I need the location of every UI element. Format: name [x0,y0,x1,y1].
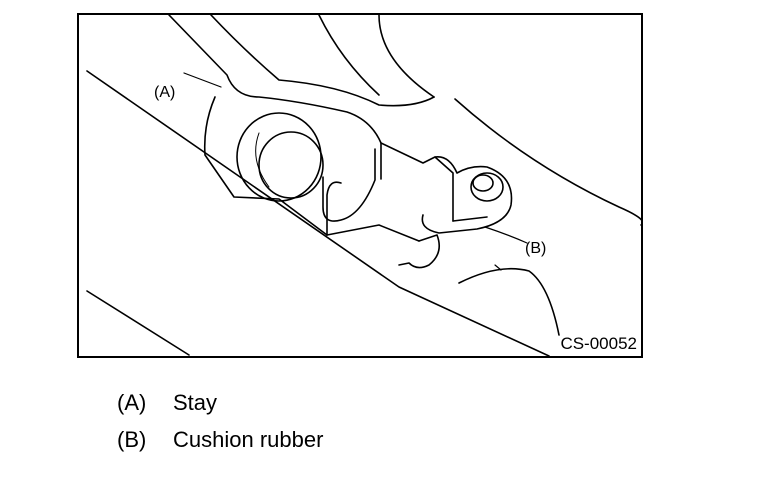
panel-corner-curve [378,15,435,98]
panel-edge-right [454,98,641,226]
stay-bushing-inner [258,131,324,199]
cushion-rubber-body [421,156,513,234]
cushion-rubber-bolt [470,172,504,202]
panel-edge-upper [86,70,550,356]
floor-line-short [494,264,502,271]
legend-key: (A) [117,390,147,415]
stay-lower-link [322,148,376,222]
stay-arm [168,15,382,180]
cushion-rubber-edge [452,216,488,222]
callout-b: (B) [525,240,547,257]
stay-bushing-outer [236,112,322,202]
panel-edge-lower [86,290,190,356]
callout-a: (A) [154,84,176,101]
legend-key: (B) [117,427,147,452]
stay-housing [203,96,328,236]
leader-b [484,226,528,244]
leader-a [183,72,222,88]
cushion-rubber-bolt-head [472,174,494,192]
cushion-rubber-lower-lip [398,234,440,269]
figure-code: CS-00052 [560,334,637,353]
legend-row-b: (B) Cushion rubber [117,427,323,464]
floor-line [458,267,560,336]
stay-bracket-base [326,224,420,242]
stay-and-cushion-rubber-illustration [86,15,641,356]
legend: (A) Stay (B) Cushion rubber [117,390,323,464]
panel-top-fold [318,15,380,96]
legend-label: Cushion rubber [173,427,324,452]
stay-post [326,181,342,236]
illustration-frame: (A) (B) CS-00052 [77,13,643,358]
panel-upper-contour [210,15,435,107]
legend-label: Stay [173,390,218,415]
legend-row-a: (A) Stay [117,390,323,427]
stay-bushing-shade [255,132,270,188]
stay-bracket-edge [380,142,454,222]
